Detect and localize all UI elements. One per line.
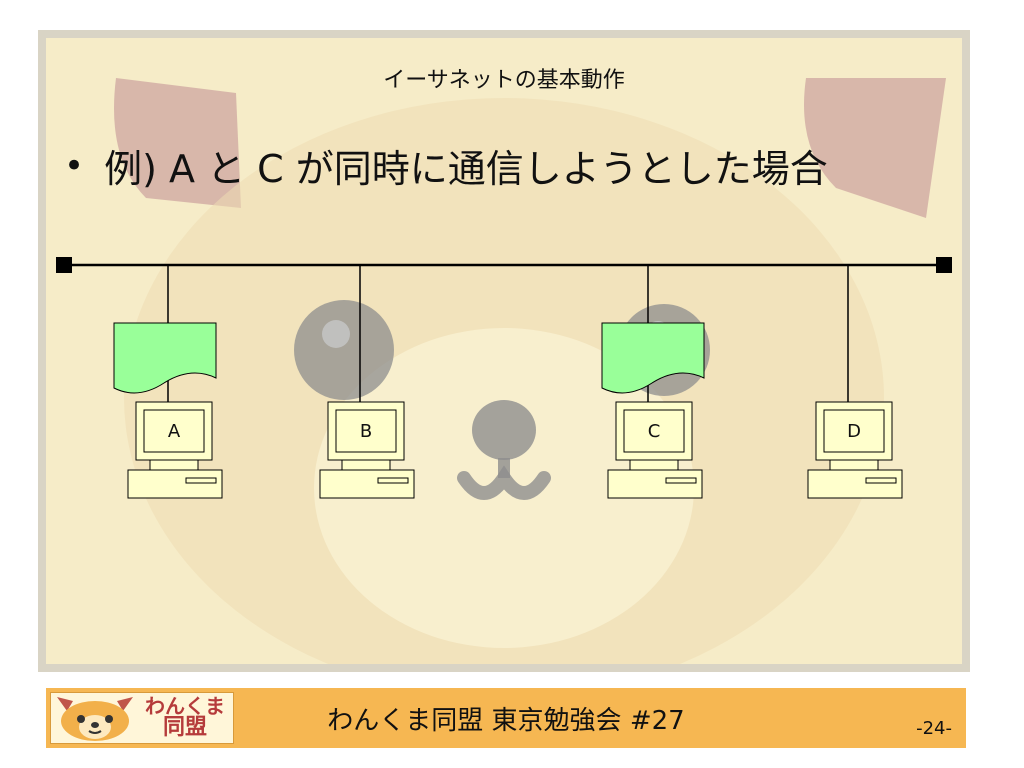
- logo-text: わんくま 同盟: [137, 695, 233, 739]
- bullet-dot-icon: •: [64, 145, 85, 186]
- footer-bar: わんくま 同盟 わんくま同盟 東京勉強会 #27 -24-: [46, 688, 966, 748]
- pc-c: [607, 401, 703, 499]
- footer-title: わんくま同盟 東京勉強会 #27: [327, 706, 685, 736]
- pc-label-b: B: [359, 421, 373, 442]
- pc-label-a: A: [167, 421, 181, 442]
- pc-a: [127, 401, 223, 499]
- bear-face-icon: [57, 697, 133, 741]
- pc-label-c: C: [647, 421, 661, 442]
- bus-terminator-right: [936, 257, 952, 273]
- ethernet-diagram: [56, 257, 952, 499]
- logo-text-top: わんくま: [145, 694, 225, 718]
- slide-content: イーサネットの基本動作 • 例) A と C が同時に通信しようとした場合: [46, 38, 962, 664]
- pc-label-d: D: [847, 421, 861, 442]
- pc-d: [807, 401, 903, 499]
- slide-title: イーサネットの基本動作: [383, 68, 625, 93]
- logo-text-bottom: 同盟: [162, 715, 207, 740]
- pc-b: [319, 401, 415, 499]
- bullet-text: 例) A と C が同時に通信しようとした場合: [104, 147, 828, 191]
- page-number: -24-: [916, 718, 952, 739]
- frame-c: [601, 322, 705, 394]
- bus-terminator-left: [56, 257, 72, 273]
- bullet-item: • 例) A と C が同時に通信しようとした場合: [64, 138, 828, 193]
- frame-a: [113, 322, 217, 394]
- slide-frame: イーサネットの基本動作 • 例) A と C が同時に通信しようとした場合: [38, 30, 970, 672]
- wankuma-logo: わんくま 同盟: [50, 692, 234, 744]
